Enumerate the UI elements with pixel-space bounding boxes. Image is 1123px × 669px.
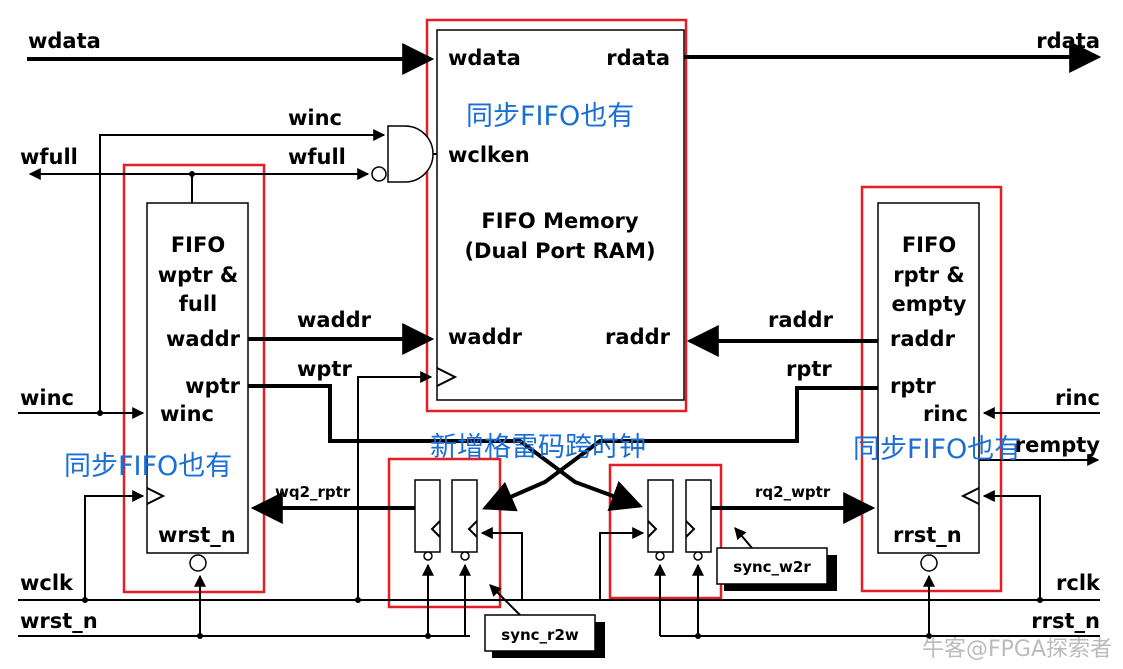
write-pointer-block — [146, 202, 249, 554]
wfull-gate-label: wfull — [288, 145, 346, 169]
sync-r2w-label-box — [484, 614, 605, 658]
read-block-clock-symbol — [960, 487, 980, 505]
write-block-title2: wptr & — [158, 263, 238, 287]
wclk-label: wclk — [20, 571, 74, 595]
wptr-bus — [248, 384, 644, 512]
sync-w2r-label: sync_w2r — [733, 558, 811, 576]
read-block-title1: FIFO — [902, 233, 956, 257]
write-block-title3: full — [179, 292, 217, 316]
memory-block — [436, 29, 685, 401]
read-annotation: 同步FIFO也有 — [853, 434, 1021, 465]
write-block-clock-symbol — [146, 487, 166, 505]
wdata-label: wdata — [28, 29, 101, 53]
wfull-left-label: wfull — [20, 145, 78, 169]
rptr-bus — [482, 386, 878, 512]
sync-w2r-highlight — [608, 463, 723, 600]
memory-waddr-port: waddr — [448, 325, 523, 349]
rdata-label: rdata — [1036, 29, 1100, 53]
sync-w2r-flops — [647, 479, 712, 561]
winc-left-label: winc — [20, 386, 74, 410]
rrst-n-label: rrst_n — [1031, 609, 1100, 633]
raddr-bus-label: raddr — [768, 308, 834, 332]
winc-to-gate-wire — [99, 129, 386, 413]
wclk-to-sync-r2w — [480, 527, 523, 600]
sync-w2r-label-box — [716, 547, 837, 591]
wq2-rptr-label: wq2_rptr — [275, 483, 351, 501]
memory-title-line2: (Dual Port RAM) — [464, 239, 655, 263]
rclk-to-sync-w2r — [599, 527, 645, 600]
rrst-n-junction-2 — [695, 633, 701, 639]
write-block-highlight — [122, 163, 266, 594]
wclk-to-write-block — [84, 490, 145, 600]
write-annotation: 同步FIFO也有 — [64, 451, 232, 482]
write-block-wrst-n: wrst_n — [158, 523, 236, 547]
rinc-right-label: rinc — [1055, 386, 1100, 410]
memory-clock-symbol — [436, 367, 458, 387]
read-block-title3: empty — [892, 292, 967, 316]
read-block-rptr: rptr — [890, 374, 936, 398]
wfull-junction — [189, 171, 195, 177]
rclk-junction — [1037, 597, 1043, 603]
winc-junction — [97, 410, 103, 416]
sync-annotation: 新增格雷码跨时钟 — [430, 432, 646, 463]
sync-r2w-label: sync_r2w — [501, 626, 579, 644]
wrst-n-junction-2 — [425, 633, 431, 639]
write-block-title1: FIFO — [171, 233, 225, 257]
memory-wclken-port: wclken — [448, 143, 530, 167]
write-block-waddr: waddr — [166, 327, 241, 351]
wclk-junction-2 — [355, 597, 361, 603]
and-gate — [387, 125, 434, 183]
read-block-title2: rptr & — [893, 263, 964, 287]
memory-wdata-port: wdata — [448, 46, 521, 70]
wrst-n-junction — [197, 633, 203, 639]
rclk-to-read-block — [982, 490, 1041, 600]
rclk-label: rclk — [1056, 571, 1101, 595]
sync-r2w-flops — [414, 479, 478, 561]
memory-title-line1: FIFO Memory — [481, 209, 638, 233]
and-gate-inverter-bubble — [371, 166, 387, 182]
rempty-label: rempty — [1015, 433, 1101, 457]
rrst-n-junction — [926, 633, 932, 639]
rq2-wptr-label: rq2_wptr — [755, 483, 831, 501]
read-block-rrst-n: rrst_n — [893, 523, 962, 547]
waddr-bus-label: waddr — [297, 308, 372, 332]
read-block-reset-bubble — [920, 554, 938, 572]
write-block-winc: winc — [160, 402, 214, 426]
wclk-junction-1 — [82, 597, 88, 603]
memory-raddr-port: raddr — [605, 325, 671, 349]
rptr-bus-label: rptr — [786, 357, 832, 381]
read-block-rinc: rinc — [923, 402, 968, 426]
write-block-reset-bubble — [189, 554, 207, 572]
wrst-n-label: wrst_n — [20, 609, 98, 633]
read-pointer-block — [877, 202, 980, 554]
wclk-to-memory — [357, 371, 433, 600]
winc-top-label: winc — [288, 106, 342, 130]
write-block-wptr: wptr — [185, 374, 240, 398]
memory-annotation: 同步FIFO也有 — [466, 101, 634, 132]
watermark: 牛客@FPGA探索者 — [922, 637, 1112, 662]
sync-w2r-pointer — [734, 527, 753, 549]
memory-rdata-port: rdata — [606, 46, 670, 70]
read-block-raddr: raddr — [890, 327, 956, 351]
wptr-bus-label: wptr — [297, 357, 352, 381]
memory-highlight — [425, 18, 688, 413]
